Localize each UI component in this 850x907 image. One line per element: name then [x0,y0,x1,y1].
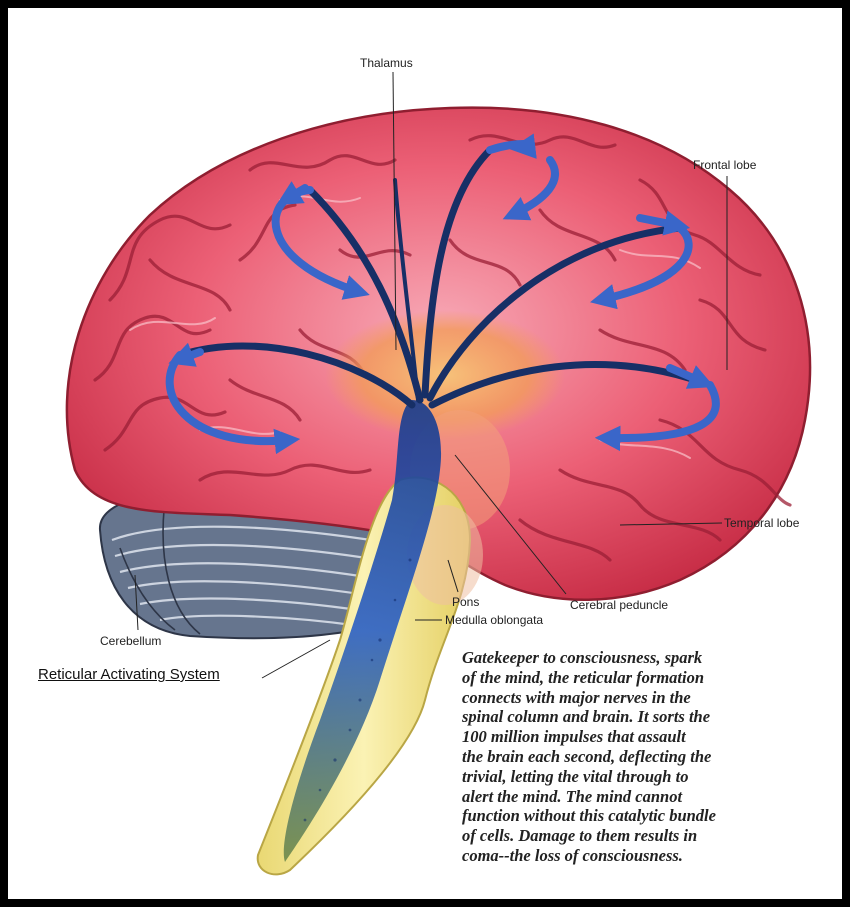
caption-line: trivial, letting the vital through to [462,767,822,787]
label-frontal-lobe: Frontal lobe [693,158,756,172]
label-temporal-lobe: Temporal lobe [724,516,799,530]
caption-line: spinal column and brain. It sorts the [462,707,822,727]
caption-line: function without this catalytic bundle [462,806,822,826]
label-cerebellum: Cerebellum [100,634,161,648]
caption-line: alert the mind. The mind cannot [462,787,822,807]
label-pons: Pons [452,595,479,609]
caption-line: Gatekeeper to consciousness, spark [462,648,822,668]
caption-line: connects with major nerves in the [462,688,822,708]
label-thalamus: Thalamus [360,56,413,70]
label-cerebral-peduncle: Cerebral peduncle [570,598,668,612]
caption-line: coma--the loss of consciousness. [462,846,822,866]
caption-line: the brain each second, deflecting the [462,747,822,767]
caption-text: Gatekeeper to consciousness, spark of th… [462,648,822,866]
caption-line: of the mind, the reticular formation [462,668,822,688]
caption-line: 100 million impulses that assault [462,727,822,747]
label-reticular-activating-system: Reticular Activating System [38,666,220,683]
label-medulla-oblongata: Medulla oblongata [445,613,543,627]
caption-line: of cells. Damage to them results in [462,826,822,846]
